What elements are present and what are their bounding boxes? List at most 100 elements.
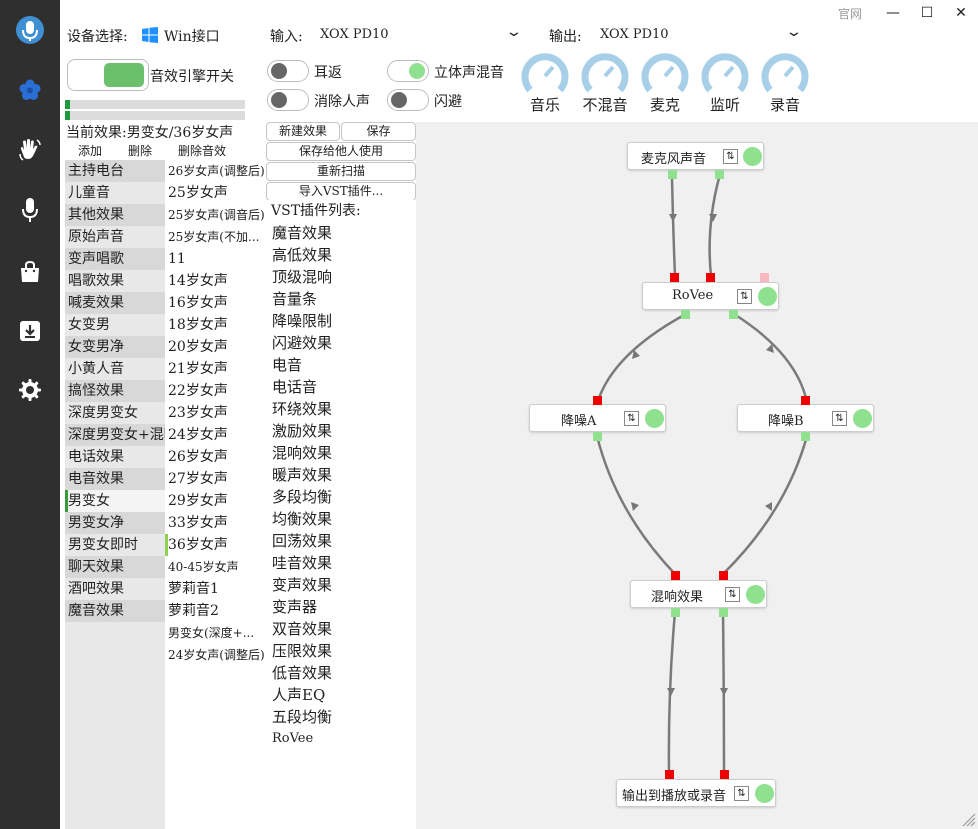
category-item[interactable]: 聊天效果: [65, 556, 165, 578]
signal-graph[interactable]: 麦克风声音 ⇅ RoVee ⇅ 降噪A ⇅ 降噪B ⇅ 混响效果 ⇅ 输出到播放: [416, 122, 978, 829]
port-in[interactable]: [671, 571, 680, 580]
vst-plugin-item[interactable]: 高低效果: [272, 246, 333, 264]
input-device-select[interactable]: XOX PD10: [320, 27, 389, 42]
knob-mic[interactable]: 麦克: [640, 50, 690, 114]
import-vst-button[interactable]: 导入VST插件...: [266, 182, 416, 201]
preset-item[interactable]: 24岁女声(调整后): [168, 648, 265, 662]
rescan-button[interactable]: 重新扫描: [266, 162, 416, 181]
category-item[interactable]: 搞怪效果: [65, 380, 165, 402]
category-item[interactable]: 深度男变女: [68, 405, 138, 421]
port-in[interactable]: [801, 396, 810, 405]
category-item[interactable]: 男变女: [65, 490, 165, 512]
device-select-value[interactable]: Win接口: [164, 29, 220, 45]
preset-item[interactable]: 26岁女声(调整后): [168, 164, 265, 178]
preset-item[interactable]: 20岁女声: [168, 339, 228, 355]
official-site-link[interactable]: 官网: [837, 6, 862, 21]
node-mic-status-dot[interactable]: [743, 147, 762, 166]
new-effect-button[interactable]: 新建效果: [266, 122, 340, 141]
node-reverb-status-dot[interactable]: [746, 585, 765, 604]
vst-plugin-item[interactable]: 闪避效果: [272, 334, 333, 352]
node-reverb[interactable]: 混响效果 ⇅: [630, 580, 767, 608]
knob-record[interactable]: 录音: [760, 50, 810, 114]
node-denoise-b-status-dot[interactable]: [853, 409, 872, 428]
preset-item[interactable]: 36岁女声: [165, 534, 265, 556]
preset-item[interactable]: 萝莉音1: [168, 581, 219, 597]
node-rovee[interactable]: RoVee ⇅: [642, 282, 779, 310]
vst-plugin-item[interactable]: 降噪限制: [272, 312, 333, 330]
preset-item[interactable]: 27岁女声: [168, 471, 228, 487]
minimize-button[interactable]: —: [886, 5, 900, 21]
preset-item[interactable]: 21岁女声: [168, 361, 228, 377]
preset-item[interactable]: 22岁女声: [168, 383, 228, 399]
vst-plugin-item[interactable]: 五段均衡: [272, 708, 333, 726]
port-out[interactable]: [668, 170, 677, 179]
node-output-status-dot[interactable]: [755, 784, 774, 803]
add-effect-button[interactable]: 添加: [78, 144, 103, 158]
category-item[interactable]: 喊麦效果: [65, 292, 165, 314]
vst-plugin-item[interactable]: 哇音效果: [272, 554, 333, 572]
vst-plugin-item[interactable]: 人声EQ: [272, 686, 326, 704]
port-out[interactable]: [681, 310, 690, 319]
port-in[interactable]: [720, 770, 729, 779]
equalizer-icon[interactable]: ⇅: [725, 587, 740, 602]
nav-gestures[interactable]: [0, 128, 60, 172]
vst-plugin-item[interactable]: RoVee: [272, 731, 314, 746]
equalizer-icon[interactable]: ⇅: [737, 289, 752, 304]
preset-item[interactable]: 16岁女声: [168, 295, 228, 311]
category-item[interactable]: 电音效果: [65, 468, 165, 490]
port-in[interactable]: [670, 273, 679, 282]
vst-plugin-item[interactable]: 环绕效果: [272, 400, 333, 418]
stereo-mix-toggle[interactable]: [387, 60, 429, 82]
maximize-button[interactable]: ☐: [920, 5, 934, 21]
output-chevron-down-icon[interactable]: ⌄: [785, 24, 803, 40]
category-item[interactable]: 男变女即时: [68, 537, 138, 553]
output-device-select[interactable]: XOX PD10: [600, 27, 669, 42]
port-in[interactable]: [593, 396, 602, 405]
vst-plugin-item[interactable]: 音量条: [272, 290, 318, 308]
close-button[interactable]: ✕: [955, 5, 967, 21]
vst-plugin-item[interactable]: 激励效果: [272, 422, 333, 440]
preset-item[interactable]: 男变女(深度+...: [168, 626, 255, 640]
ducking-toggle[interactable]: [387, 89, 429, 111]
port-out[interactable]: [671, 608, 680, 617]
node-denoise-b[interactable]: 降噪B ⇅: [737, 404, 874, 432]
category-item[interactable]: 小黄人音: [68, 361, 124, 377]
port-out[interactable]: [719, 608, 728, 617]
vocal-removal-toggle[interactable]: [267, 89, 309, 111]
preset-item[interactable]: 40-45岁女声: [168, 560, 239, 574]
nav-microphone-logo[interactable]: [0, 8, 60, 52]
knob-no-mix[interactable]: 不混音: [580, 50, 630, 114]
delete-effect-button[interactable]: 删除音效: [178, 144, 227, 158]
equalizer-icon[interactable]: ⇅: [734, 786, 749, 801]
port-in[interactable]: [706, 273, 715, 282]
preset-item[interactable]: 25岁女声(调音后): [168, 208, 265, 222]
category-item[interactable]: 其他效果: [65, 204, 165, 226]
nav-effects[interactable]: [0, 68, 60, 112]
node-mic[interactable]: 麦克风声音 ⇅: [627, 142, 764, 170]
vst-plugin-item[interactable]: 均衡效果: [272, 510, 333, 528]
engine-toggle[interactable]: [67, 59, 149, 91]
category-item[interactable]: 主持电台: [65, 160, 165, 182]
vst-plugin-item[interactable]: 回荡效果: [272, 532, 333, 550]
ear-return-toggle[interactable]: [267, 60, 309, 82]
save-button[interactable]: 保存: [341, 122, 416, 141]
vst-plugin-item[interactable]: 混响效果: [272, 444, 333, 462]
vst-plugin-item[interactable]: 变声器: [272, 598, 318, 616]
delete-button[interactable]: 删除: [128, 144, 153, 158]
preset-item[interactable]: 11: [168, 251, 186, 267]
vst-plugin-item[interactable]: 电音: [272, 356, 303, 374]
vst-plugin-item[interactable]: 顶级混响: [272, 268, 333, 286]
nav-download[interactable]: [0, 309, 60, 353]
node-denoise-a-status-dot[interactable]: [645, 409, 664, 428]
node-rovee-status-dot[interactable]: [758, 287, 777, 306]
vst-plugin-item[interactable]: 低音效果: [272, 664, 333, 682]
equalizer-icon[interactable]: ⇅: [723, 149, 738, 164]
node-output[interactable]: 输出到播放或录音 ⇅: [616, 779, 776, 807]
port-in[interactable]: [719, 571, 728, 580]
category-item[interactable]: 女变男: [68, 317, 110, 333]
nav-settings[interactable]: [0, 368, 60, 412]
equalizer-icon[interactable]: ⇅: [624, 411, 639, 426]
preset-item[interactable]: 26岁女声: [168, 449, 228, 465]
preset-item[interactable]: 25岁女声(不加...: [168, 230, 260, 244]
preset-item[interactable]: 24岁女声: [168, 427, 228, 443]
